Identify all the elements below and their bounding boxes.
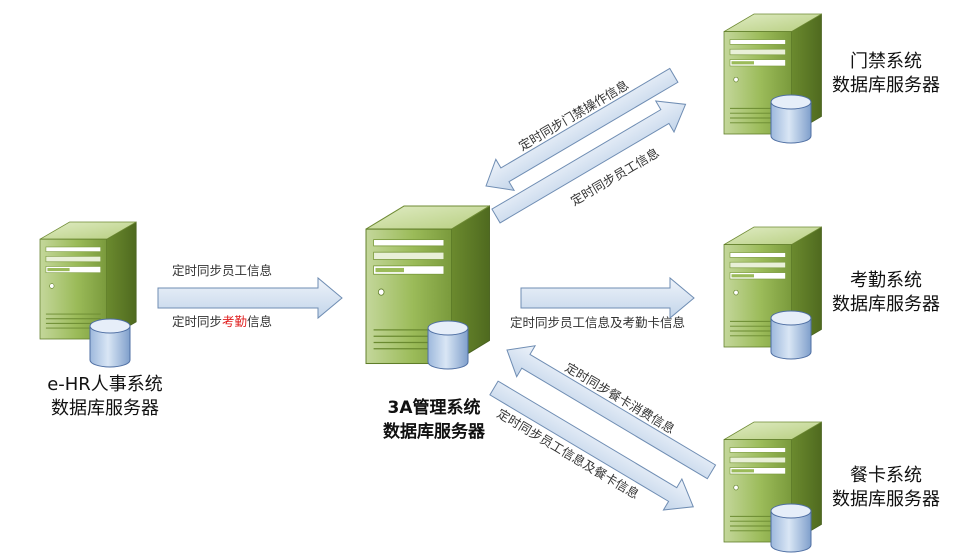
arrow-center-to-attend	[520, 276, 695, 320]
database-center-icon	[427, 320, 469, 370]
server-door-name: 门禁系统	[850, 51, 922, 72]
server-attend-subtitle: 数据库服务器	[832, 294, 940, 315]
server-door-subtitle: 数据库服务器	[832, 75, 940, 96]
label-center-to-attend: 定时同步员工信息及考勤卡信息	[510, 315, 685, 330]
server-hr-name: e-HR人事系统	[47, 374, 163, 395]
arrow-hr-to-center	[157, 276, 343, 320]
label-hr-bottom-part-a: 定时同步	[172, 314, 222, 329]
database-attend-icon	[770, 310, 812, 360]
label-hr-to-center-bottom: 定时同步考勤信息	[172, 314, 272, 329]
arrow-center-to-door	[491, 100, 687, 224]
server-meal-name: 餐卡系统	[850, 465, 922, 486]
label-hr-bottom-part-b: 信息	[247, 314, 272, 329]
database-hr-icon	[89, 318, 131, 368]
label-hr-to-center-top: 定时同步员工信息	[172, 263, 272, 278]
database-meal-icon	[770, 503, 812, 553]
arrow-meal-to-center	[506, 345, 717, 480]
database-door-icon	[770, 94, 812, 144]
server-meal-subtitle: 数据库服务器	[832, 489, 940, 510]
server-center-name: 3A管理系统	[388, 397, 481, 418]
arrow-center-to-meal	[489, 380, 694, 511]
server-center-subtitle: 数据库服务器	[383, 421, 486, 442]
server-hr-subtitle: 数据库服务器	[51, 398, 159, 419]
arrow-door-to-center	[485, 67, 679, 191]
server-attend-name: 考勤系统	[850, 270, 922, 291]
label-hr-bottom-highlight: 考勤	[222, 314, 247, 329]
